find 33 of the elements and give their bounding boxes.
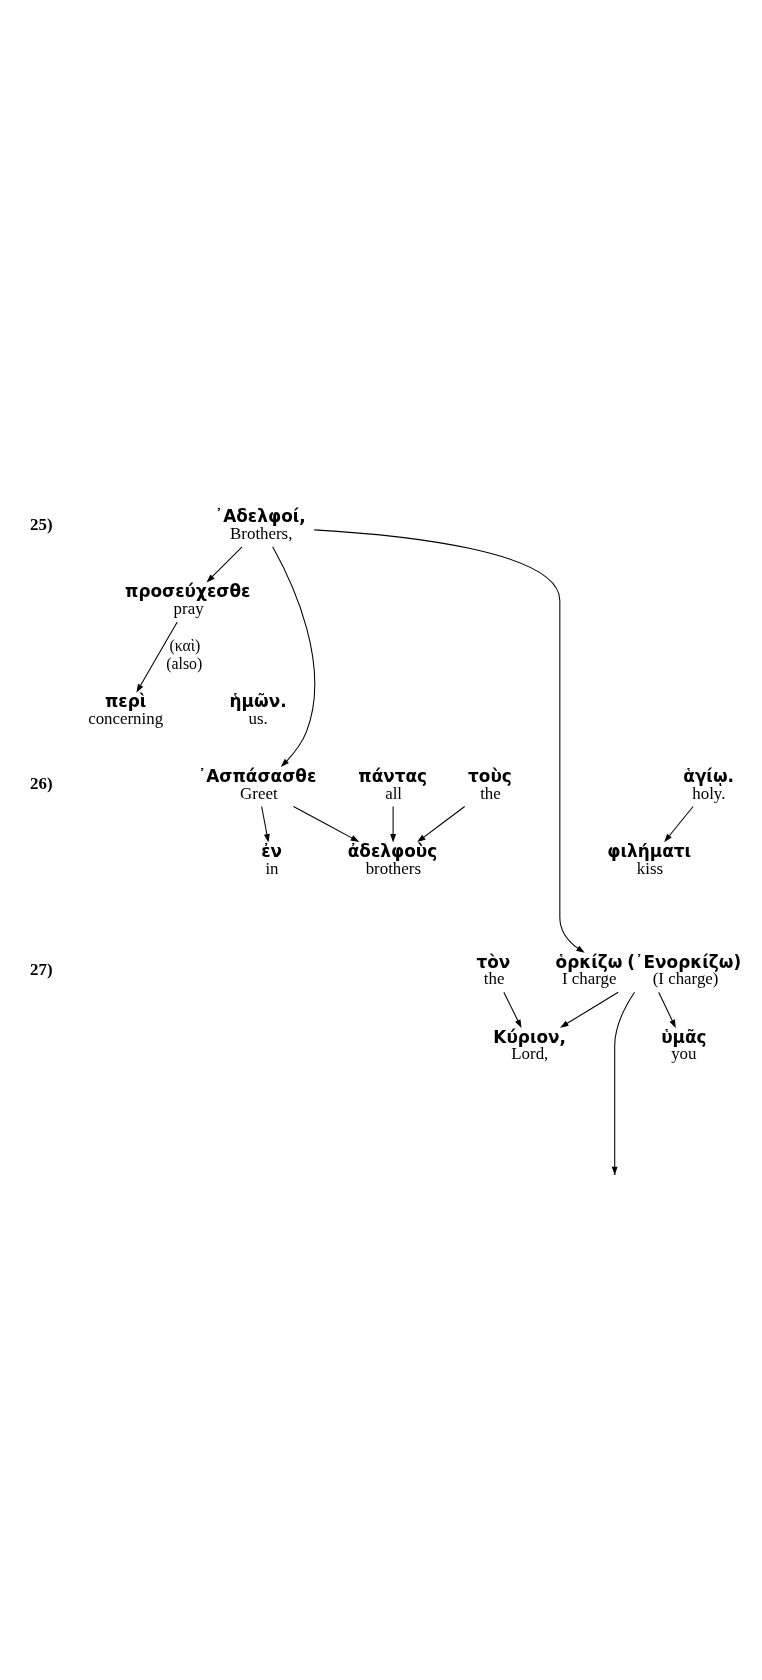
node-text: ἀδελφοὺς brothers xyxy=(347,840,437,878)
node-label: (᾽Ενορκίζω) xyxy=(626,951,741,972)
arrow xyxy=(657,991,676,1028)
node-text: ᾽Ασπάσασθε Greet xyxy=(197,765,316,803)
label: 26) xyxy=(29,773,53,793)
node-text: ἐν in xyxy=(260,840,282,878)
arrow xyxy=(502,991,521,1028)
arrow xyxy=(416,805,465,842)
node-text: τὸν the xyxy=(475,951,510,988)
edge-label: (καὶ) (also) xyxy=(165,636,202,672)
arrow xyxy=(135,620,178,693)
node-text: Κύριον, Lord, xyxy=(492,1026,566,1063)
node-text: πάντας all xyxy=(357,765,427,803)
node-text: περὶ concerning xyxy=(87,690,163,728)
node-text: ἁγίῳ. holy. xyxy=(682,765,734,803)
node-text: ὁρκίζω I charge xyxy=(555,951,622,988)
node-text: φιλήματι kiss xyxy=(606,840,691,878)
arrow xyxy=(611,991,635,1175)
arrow xyxy=(292,805,359,842)
node-text: προσεύχεσθε pray xyxy=(124,580,250,618)
node-text: ᾽Αδελφοί, Brothers, xyxy=(214,505,306,543)
arrow xyxy=(559,991,619,1028)
arrow xyxy=(260,805,270,842)
label: 25) xyxy=(29,514,53,534)
arrow xyxy=(389,805,396,842)
node-text: ὑμᾶς you xyxy=(660,1026,707,1063)
node-text: τοὺς the xyxy=(467,765,512,803)
arrow xyxy=(206,545,243,582)
label: 27) xyxy=(29,959,53,979)
arrow xyxy=(663,805,694,842)
arrow xyxy=(313,528,585,953)
node-text: ἡμῶν. us. xyxy=(229,690,287,728)
arrow xyxy=(271,545,315,767)
